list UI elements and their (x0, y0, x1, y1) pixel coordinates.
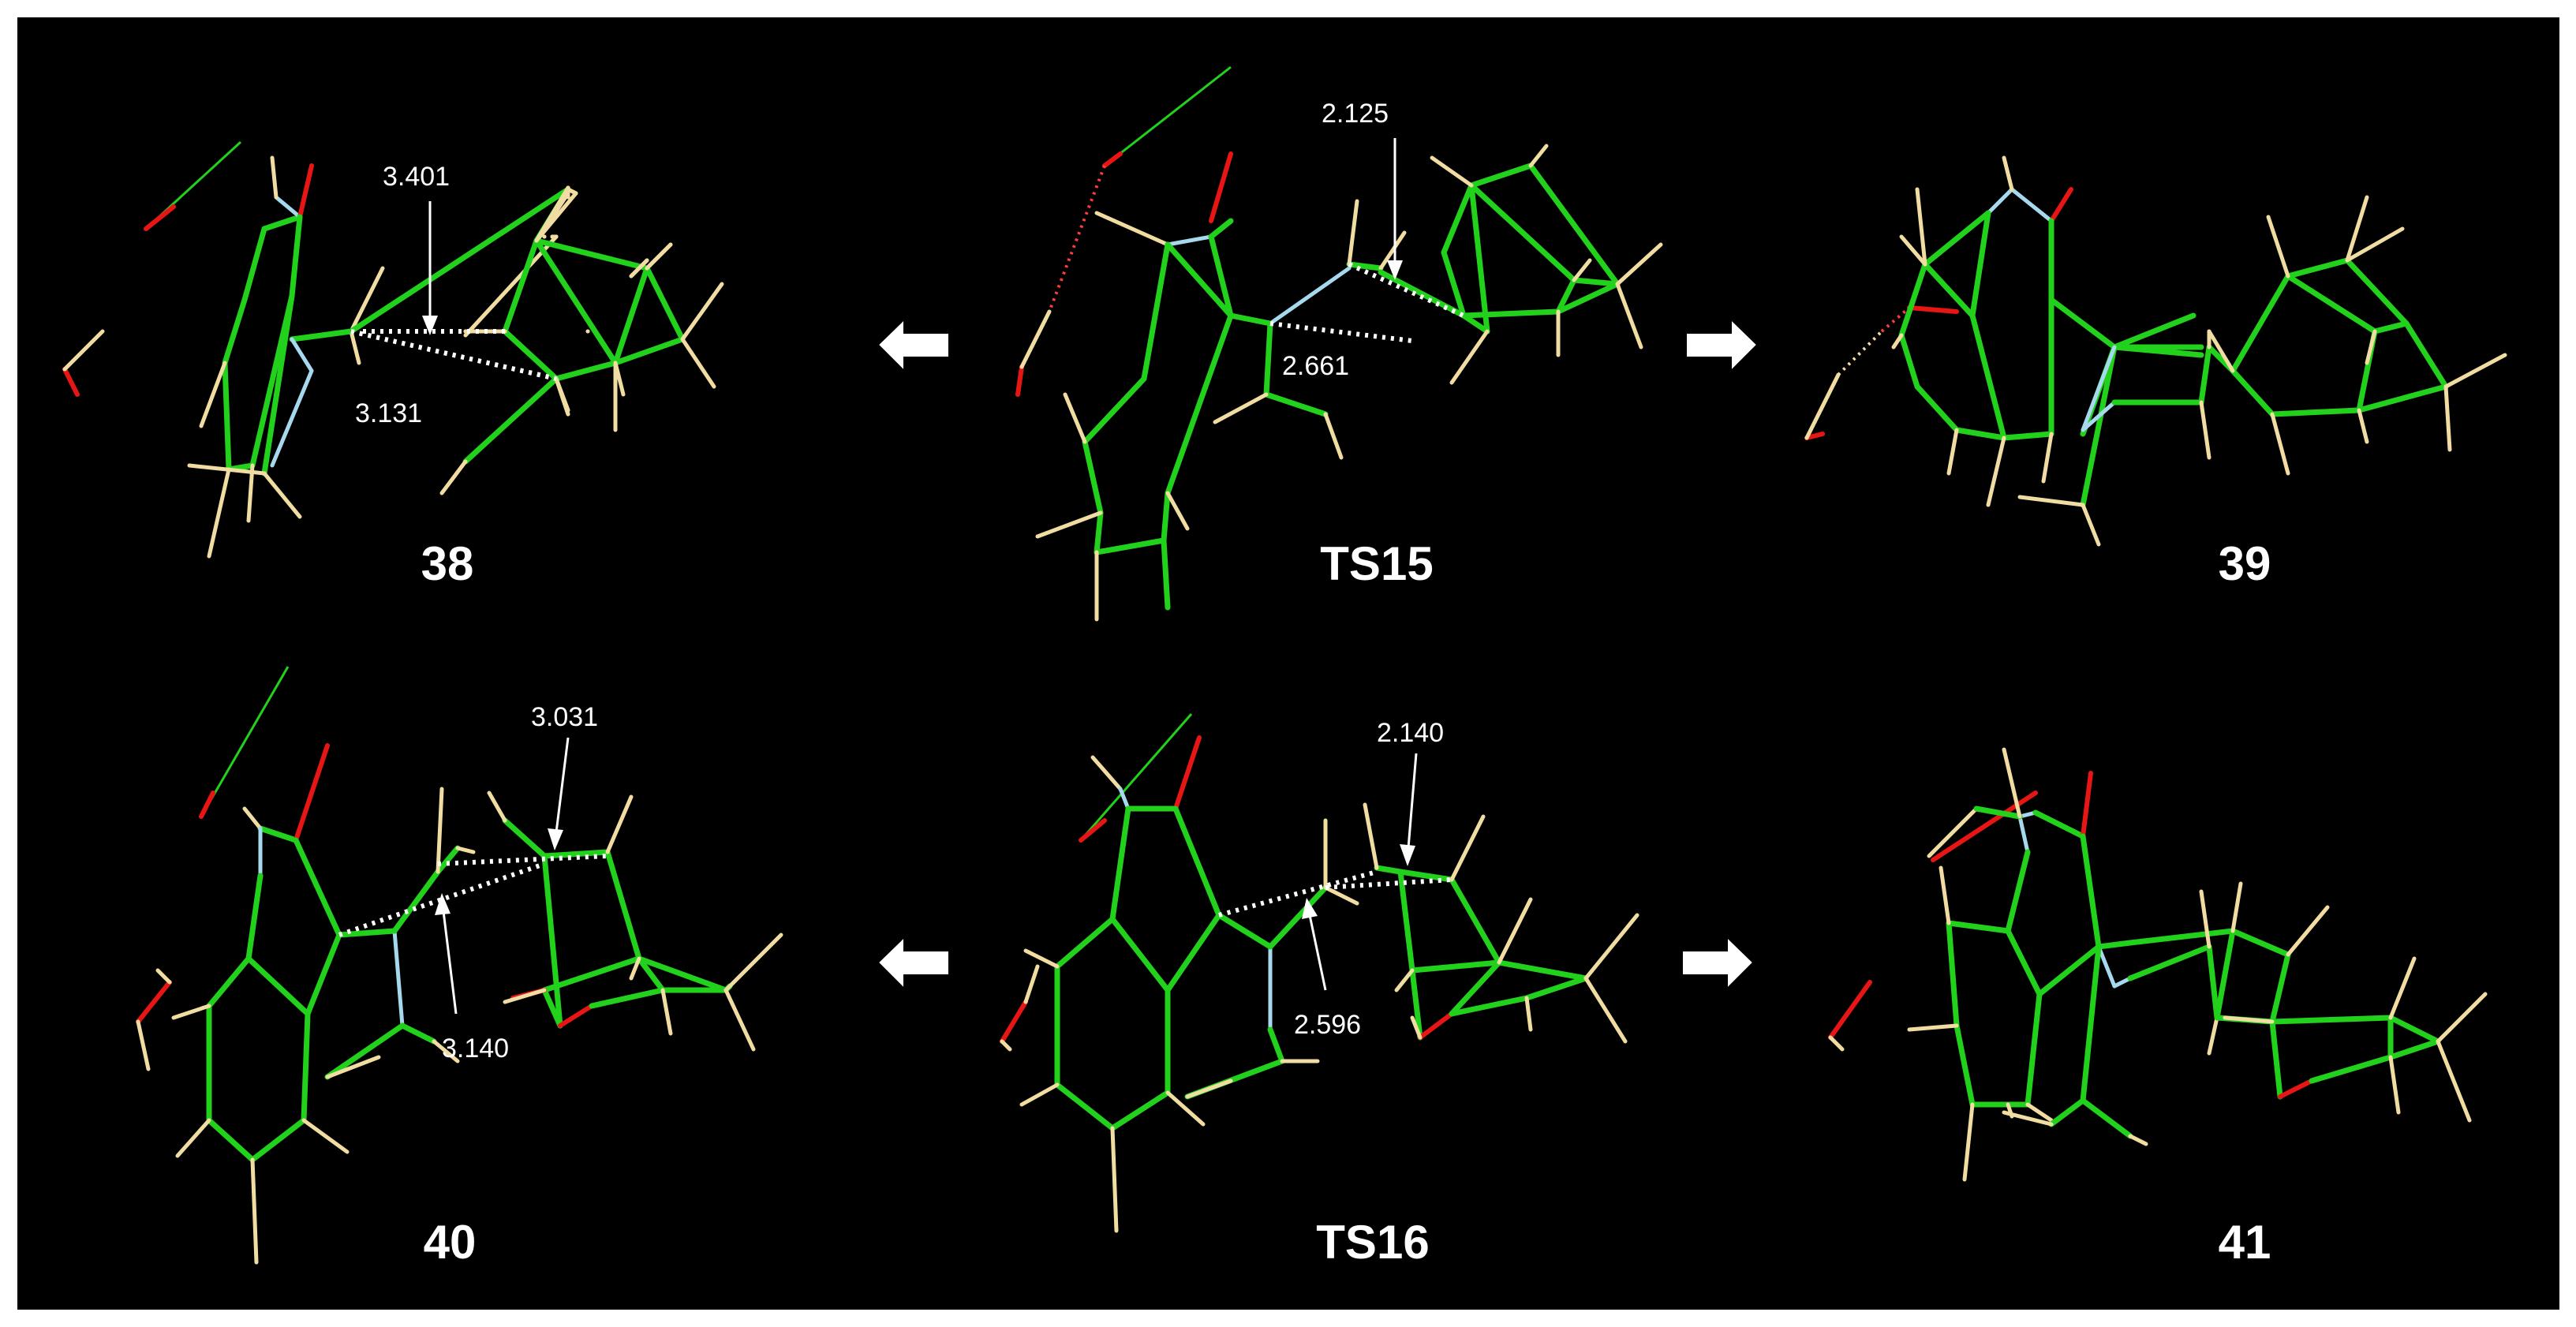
distance-label-40-b: 3.140 (442, 1034, 509, 1063)
distance-label-38-b: 3.131 (355, 398, 422, 428)
panel-label-38: 38 (421, 537, 474, 590)
distance-arrow-40-b (435, 893, 458, 1015)
distance-arrow-ts16-b (1302, 898, 1327, 991)
distance-label-ts16-b: 2.596 (1294, 1010, 1361, 1040)
panel-label-40: 40 (424, 1216, 477, 1269)
distance-arrow-40-a (548, 737, 570, 850)
molecule-40 (136, 666, 783, 1265)
distance-arrow-ts16-a (1400, 753, 1418, 866)
distance-label-40-a: 3.031 (531, 702, 598, 732)
distance-label-38-a: 3.401 (383, 162, 450, 192)
panel-label-39: 39 (2219, 537, 2271, 590)
panel-label-ts16: TS16 (1316, 1216, 1429, 1269)
distance-label-ts15-b: 2.661 (1282, 351, 1349, 381)
panel-label-41: 41 (2219, 1216, 2271, 1269)
arrow-right-icon-bottom (1678, 927, 1759, 999)
arrow-left-icon-bottom (872, 927, 953, 999)
molecule-ts15 (1015, 65, 1663, 622)
molecule-ts16 (1000, 713, 1639, 1233)
distance-lines-40 (338, 854, 608, 937)
molecule-38 (62, 140, 724, 559)
figure-background (17, 17, 2559, 1310)
distance-label-ts15-a: 2.125 (1322, 99, 1389, 129)
distance-lines-ts16 (1218, 869, 1453, 918)
distance-lines-38 (350, 329, 557, 381)
distance-arrow-38-a (422, 201, 438, 335)
molecule-41 (1828, 747, 2488, 1182)
arrow-right-icon-top (1682, 309, 1763, 381)
distance-lines-ts15 (1269, 262, 1465, 343)
panel-label-ts15: TS15 (1320, 537, 1433, 590)
molecule-39 (1804, 155, 2507, 547)
distance-label-ts16-a: 2.140 (1377, 718, 1444, 748)
distance-arrow-ts15-a (1387, 138, 1403, 280)
arrow-left-icon-top (872, 309, 953, 381)
